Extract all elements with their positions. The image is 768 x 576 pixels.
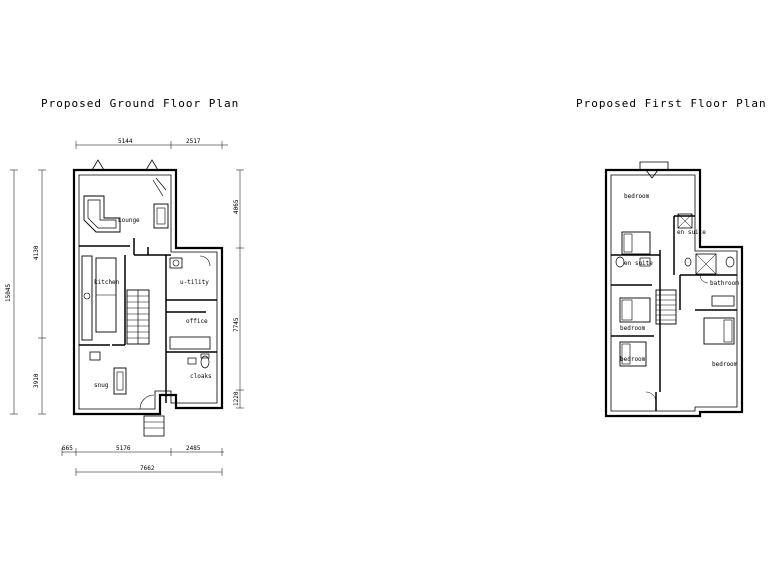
dim-bottom-b: 5176 <box>116 445 131 452</box>
room-utility: u-tility <box>180 279 209 286</box>
room-bedroom-mid: bedroom <box>620 325 646 332</box>
dim-top-right: 2517 <box>186 138 201 145</box>
dim-right-mid: 7745 <box>233 317 240 332</box>
room-lounge: Lounge <box>118 217 140 224</box>
room-office: office <box>186 318 208 325</box>
room-bathroom: bathroom <box>710 280 739 287</box>
room-bedroom-bottom: bedroom <box>620 356 646 363</box>
ground-floor-plan: 5144 2517 15045 4130 3910 4065 7745 1220… <box>5 138 244 476</box>
room-bedroom-right: bedroom <box>712 361 738 368</box>
dim-left-upper: 4130 <box>33 245 40 260</box>
dim-bottom-c: 2485 <box>186 445 201 452</box>
room-cloaks: cloaks <box>190 373 212 380</box>
dim-left-lower: 3910 <box>33 373 40 388</box>
dim-right-lower: 1220 <box>233 391 240 406</box>
room-bedroom-top: bedroom <box>624 193 650 200</box>
dim-bottom-total: 7662 <box>140 465 155 472</box>
first-floor-plan: bedroom en suite en suite bathroom bedro… <box>604 161 744 418</box>
first-floor-title: Proposed First Floor Plan <box>576 97 767 110</box>
dim-left-total: 15045 <box>5 284 12 302</box>
dim-top-left: 5144 <box>118 138 133 145</box>
room-snug: snug <box>94 382 109 389</box>
dim-bottom-a: 665 <box>62 445 73 452</box>
dim-right-upper: 4065 <box>233 199 240 214</box>
room-kitchen: kitchen <box>94 279 120 286</box>
room-en-suite-right: en suite <box>677 229 706 236</box>
room-en-suite-left: en suite <box>624 260 653 267</box>
ground-floor-title: Proposed Ground Floor Plan <box>41 97 240 110</box>
